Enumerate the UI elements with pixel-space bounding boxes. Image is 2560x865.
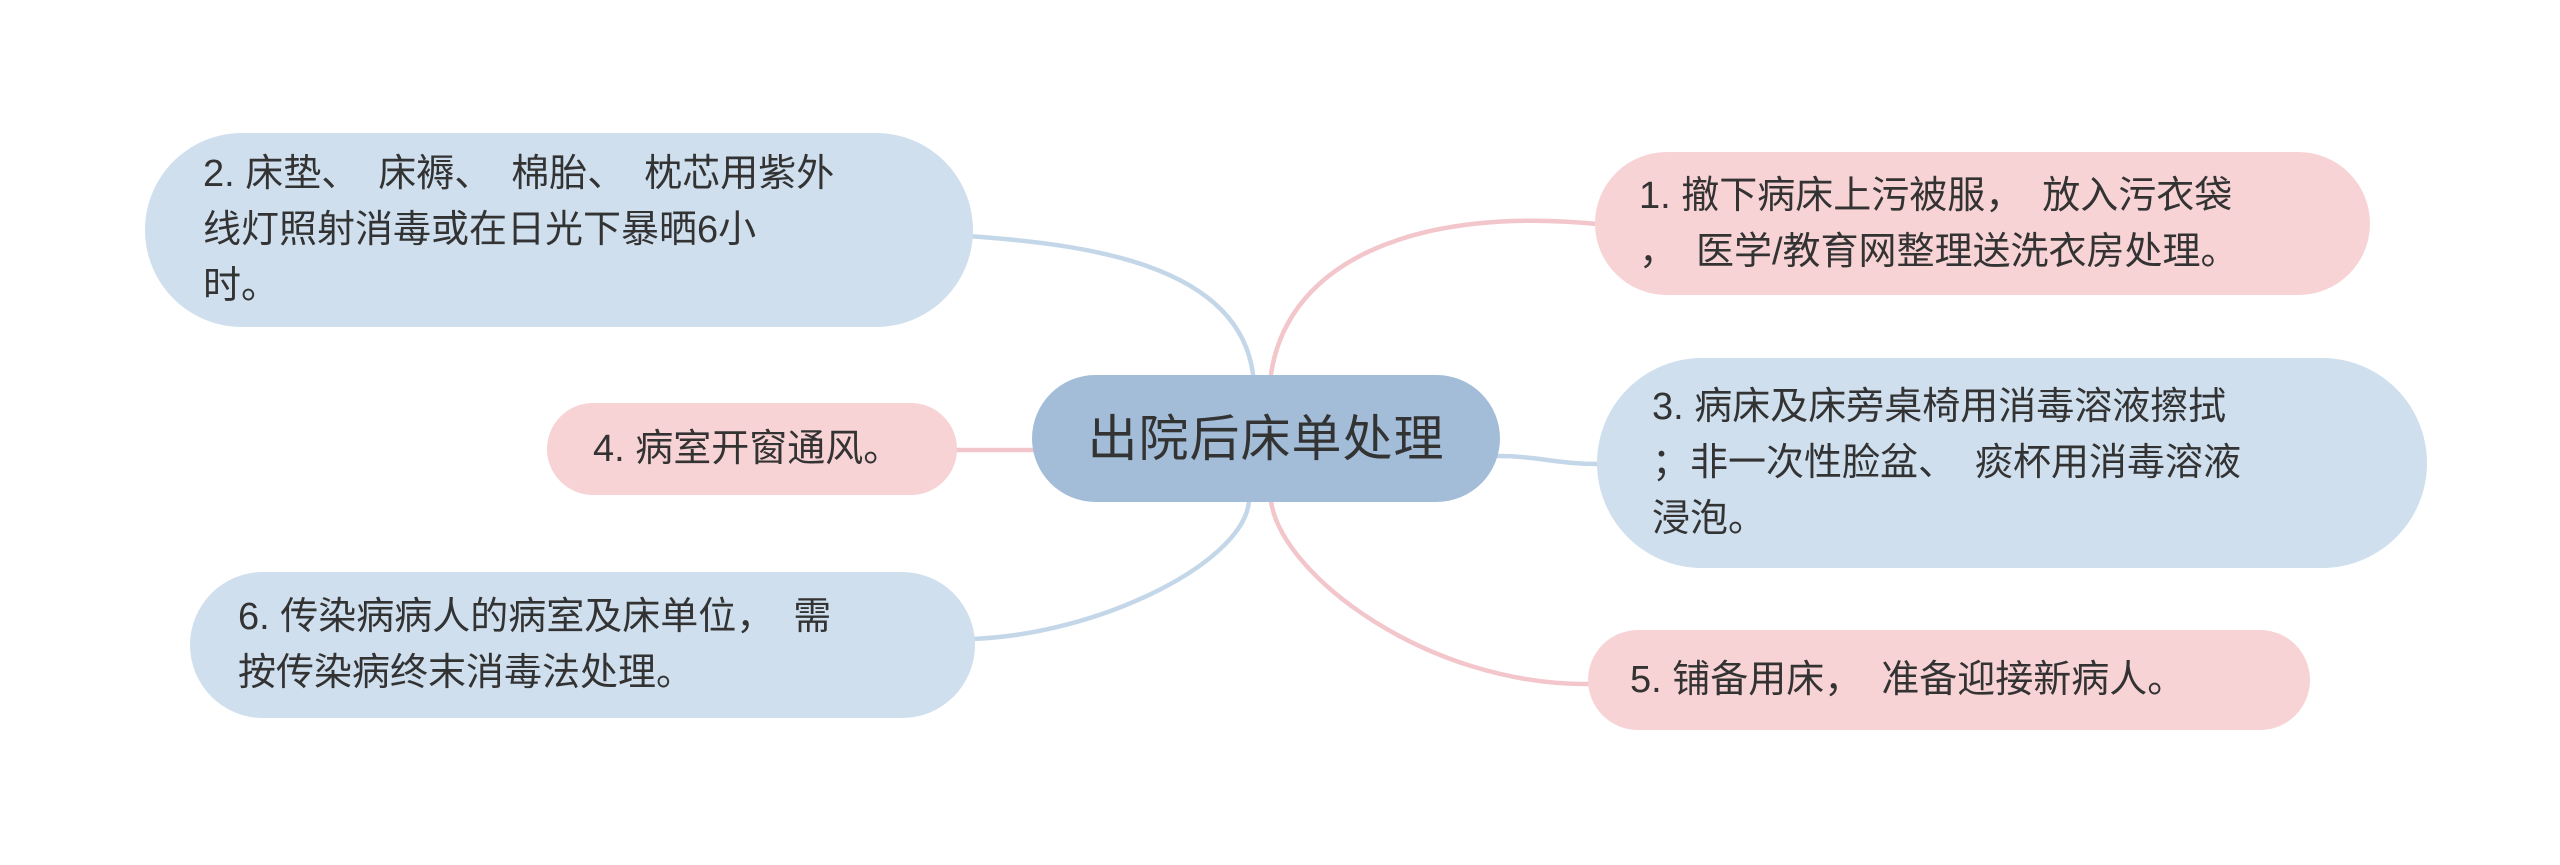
node-text-line: 浸泡。 — [1652, 498, 1767, 540]
connector-branch-6 — [950, 498, 1252, 642]
connector-branch-5 — [1268, 498, 1593, 687]
branch-node-1[interactable]: 1. 撤下病床上污被服， 放入污衣袋 ， 医学/教育网整理送洗衣房处理。 — [1595, 152, 2370, 295]
node-text-line: 2. 床垫、 床褥、 棉胎、 枕芯用紫外 — [203, 153, 835, 195]
branch-node-3[interactable]: 3. 病床及床旁桌椅用消毒溶液擦拭 ；非一次性脸盆、 痰杯用消毒溶液 浸泡。 — [1597, 358, 2427, 568]
connector-branch-3 — [1495, 453, 1602, 467]
node-text-line: 线灯照射消毒或在日光下暴晒6小 — [203, 209, 757, 251]
branch-node-5[interactable]: 5. 铺备用床， 准备迎接新病人。 — [1588, 630, 2310, 730]
node-text-line: 1. 撤下病床上污被服， 放入污衣袋 — [1639, 174, 2233, 217]
central-topic-label: 出院后床单处理 — [1087, 410, 1445, 467]
branch-node-4[interactable]: 4. 病室开窗通风。 — [547, 403, 957, 495]
node-text-line: 5. 铺备用床， 准备迎接新病人。 — [1630, 659, 2186, 701]
branch-node-2[interactable]: 2. 床垫、 床褥、 棉胎、 枕芯用紫外 线灯照射消毒或在日光下暴晒6小 时。 — [145, 133, 973, 327]
node-text-line: ；非一次性脸盆、 痰杯用消毒溶液 — [1652, 442, 2242, 484]
connector-branch-1 — [1268, 218, 1600, 377]
connector-branch-2 — [965, 233, 1256, 377]
central-topic-node[interactable]: 出院后床单处理 — [1032, 375, 1500, 502]
node-text-line: 3. 病床及床旁桌椅用消毒溶液擦拭 — [1652, 386, 2227, 428]
node-text-line: ， 医学/教育网整理送洗衣房处理。 — [1639, 230, 2239, 273]
node-text-line: 6. 传染病病人的病室及床单位， 需 — [238, 596, 832, 638]
branch-node-6[interactable]: 6. 传染病病人的病室及床单位， 需 按传染病终末消毒法处理。 — [190, 572, 975, 718]
node-text-line: 按传染病终末消毒法处理。 — [238, 652, 695, 694]
node-text-line: 时。 — [203, 265, 280, 307]
node-text-line: 4. 病室开窗通风。 — [593, 428, 902, 470]
